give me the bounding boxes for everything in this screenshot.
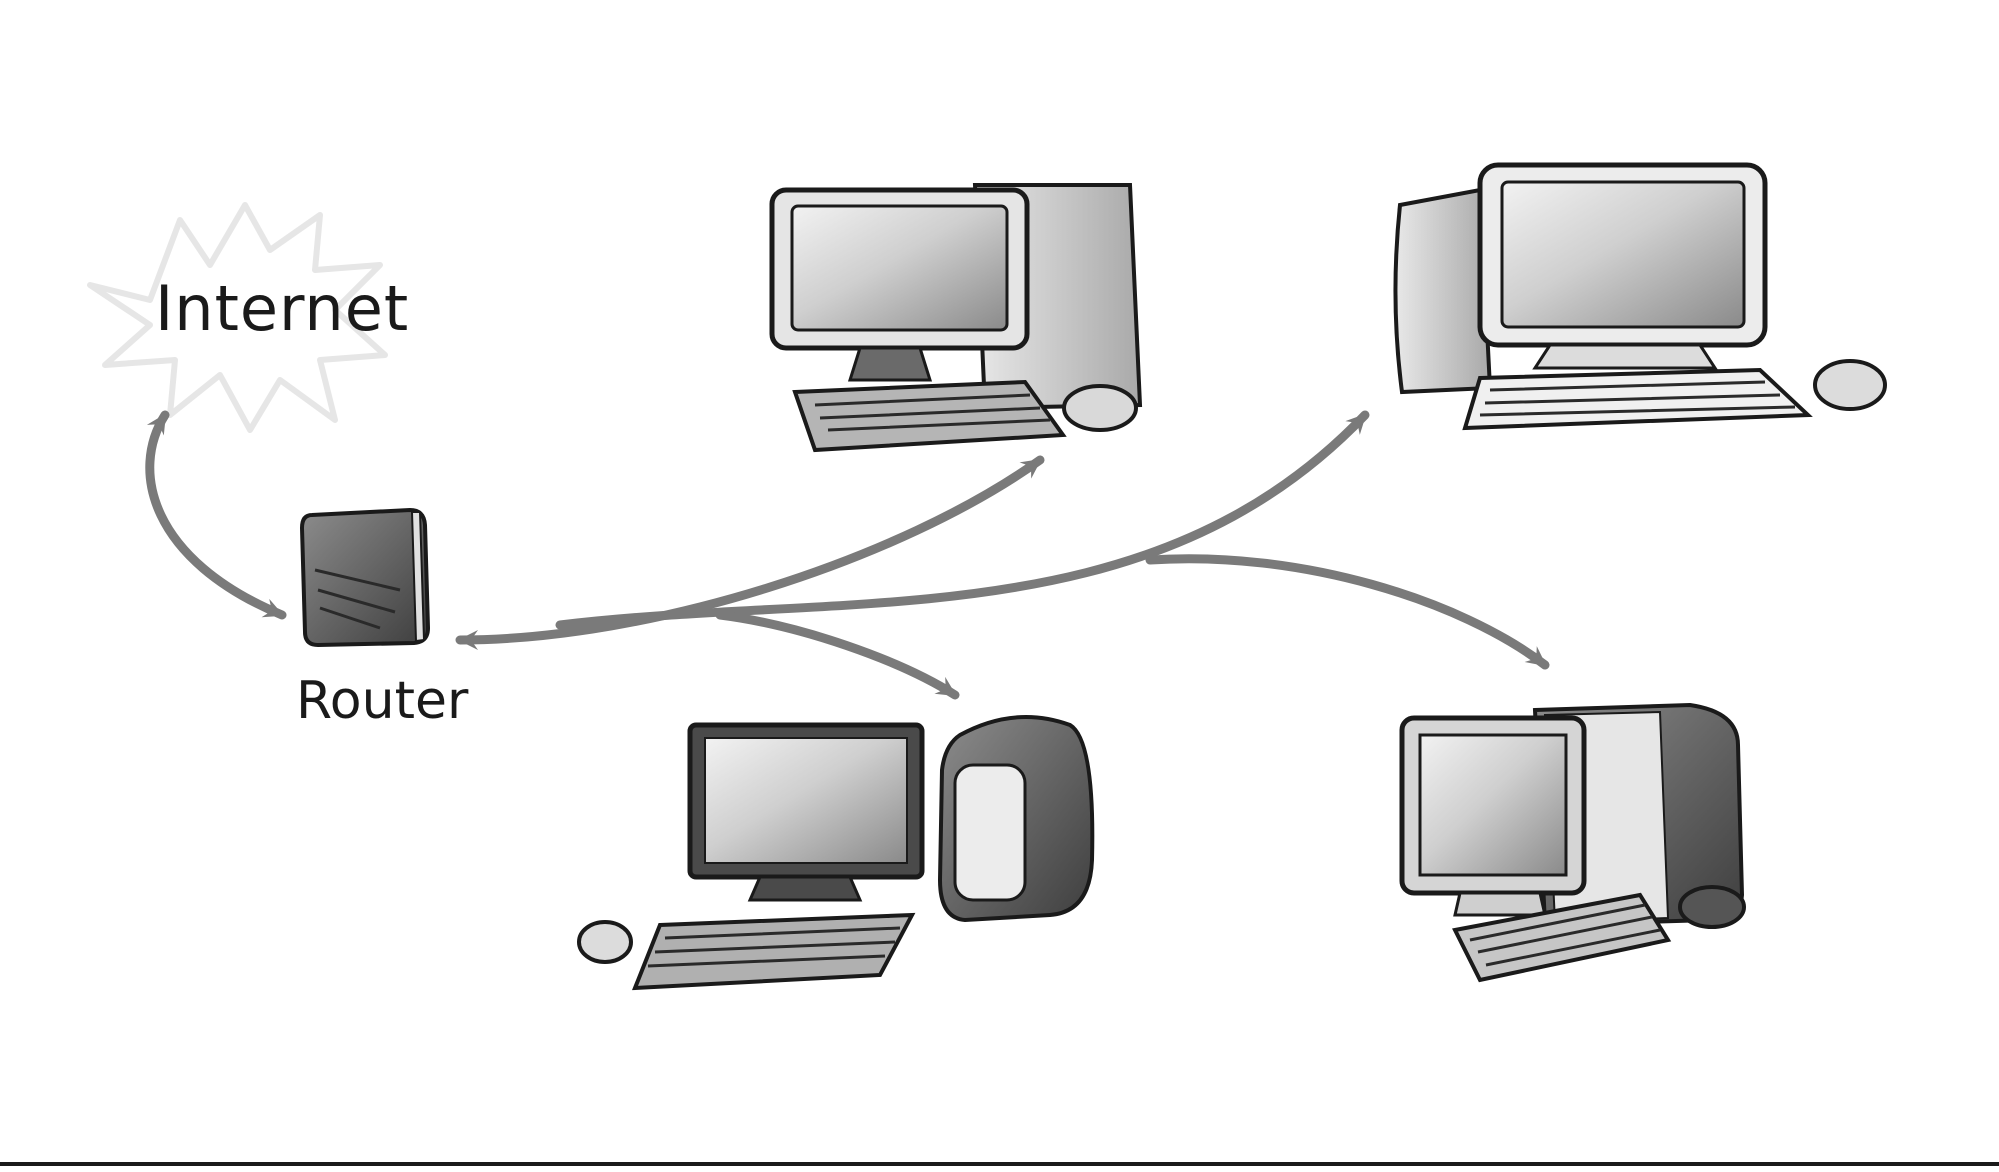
router-icon	[299, 507, 431, 648]
bottom-divider	[0, 1162, 1999, 1166]
desktop-computer-icon	[1393, 162, 1887, 431]
router-label: Router	[296, 671, 469, 731]
arrow-router-pc-top-center	[455, 455, 1045, 650]
arrow-router-pc-bottom-center	[715, 610, 960, 700]
connection-arrows	[145, 410, 1550, 700]
desktop-computer-icon	[1399, 702, 1746, 983]
arrow-internet-router	[145, 410, 287, 620]
desktop-computer-icon	[577, 715, 1095, 991]
arrow-router-pc-top-right	[555, 410, 1370, 630]
arrow-router-pc-bottom-right	[1145, 554, 1550, 670]
internet-cloud-icon	[87, 202, 388, 433]
internet-label: Internet	[155, 272, 409, 345]
desktop-computer-icon	[769, 183, 1143, 453]
